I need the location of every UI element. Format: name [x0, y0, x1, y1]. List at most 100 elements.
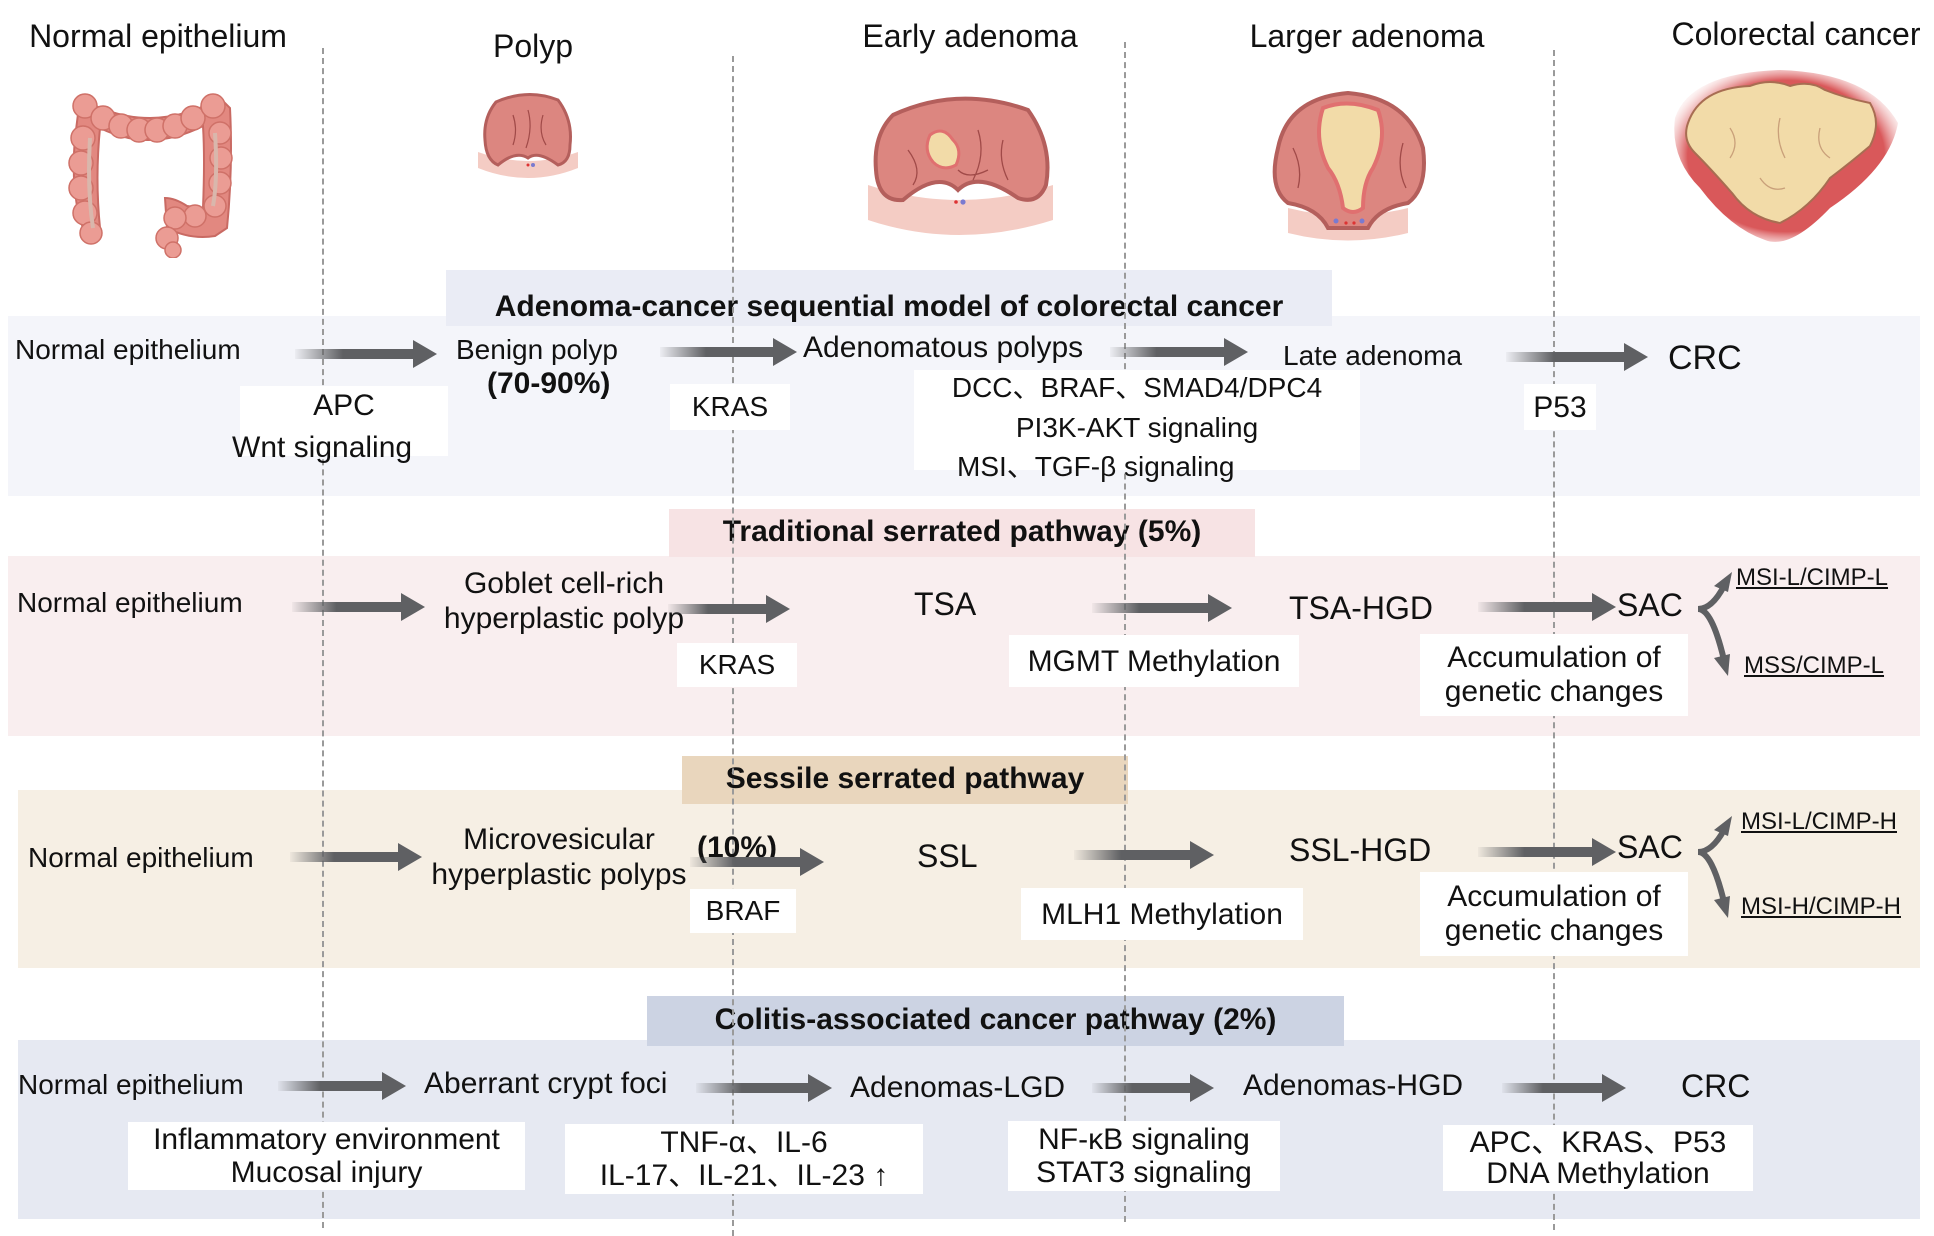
- early-adenoma-illustration: [868, 96, 1053, 235]
- adenoma-node-crc: CRC: [1668, 339, 1742, 377]
- mlh1-text: MLH1 Methylation: [1041, 897, 1283, 931]
- adenoma-pathway-title-text: Adenoma-cancer sequential model of color…: [494, 290, 1284, 323]
- cytokines-line-1: TNF-α、IL-6: [660, 1126, 828, 1159]
- colorectal-cancer-illustration: [1674, 70, 1898, 242]
- traditional-node-goblet-cell: Goblet cell-rich hyperplastic polyp: [434, 566, 694, 637]
- traditional-arrow-7: [1478, 593, 1616, 621]
- colitis-node-aberrant-crypt-foci: Aberrant crypt foci: [424, 1067, 668, 1100]
- accum-line-2: genetic changes: [1444, 914, 1664, 947]
- sessile-factor-accumulation: Accumulation of genetic changes: [1420, 872, 1688, 956]
- traditional-factor-kras: KRAS: [677, 643, 797, 687]
- adenoma-node-benign-polyp: Benign polyp: [456, 334, 618, 365]
- traditional-branch-down-arrow: [1697, 606, 1730, 676]
- sessile-factor-mlh1: MLH1 Methylation: [1021, 888, 1303, 940]
- larger-adenoma-illustration: [1272, 90, 1426, 241]
- sessile-branch-down-arrow: [1697, 849, 1730, 918]
- colitis-factor-genes: APC、KRAS、P53 DNA Methylation: [1443, 1125, 1753, 1191]
- colitis-factor-cytokines: TNF-α、IL-6 IL-17、IL-21、IL-23 ↑: [565, 1124, 923, 1194]
- traditional-arrow-5: [668, 595, 790, 623]
- mgmt-text: MGMT Methylation: [1027, 644, 1281, 678]
- colitis-arrow-14: [1092, 1074, 1214, 1102]
- traditional-arrow-6: [1092, 594, 1232, 622]
- traditional-node-normal-epithelium: Normal epithelium: [17, 587, 243, 618]
- sessile-arrow-11: [1478, 838, 1616, 866]
- colon-illustration: [68, 93, 233, 258]
- colitis-arrow-13: [696, 1074, 832, 1102]
- traditional-node-tsa: TSA: [914, 586, 977, 622]
- sessile-node-sac: SAC: [1617, 829, 1683, 865]
- sessile-node-microvesicular: Microvesicular hyperplastic polyps: [418, 822, 700, 893]
- stage-label-colorectal-cancer: Colorectal cancer: [1671, 16, 1921, 52]
- goblet-line-1: Goblet cell-rich: [463, 567, 665, 600]
- adenoma-factor-p53: P53: [1524, 384, 1596, 430]
- stage-label-larger-adenoma: Larger adenoma: [1249, 18, 1485, 54]
- sessile-pathway-title: Sessile serrated pathway: [682, 756, 1128, 804]
- colitis-node-crc: CRC: [1681, 1068, 1751, 1104]
- colitis-pathway-title-text: Colitis-associated cancer pathway (2%): [714, 1003, 1277, 1036]
- factor-wnt-text: Wnt signaling: [232, 431, 413, 464]
- colitis-arrow-15: [1502, 1074, 1626, 1102]
- accum-line-1: Accumulation of: [1447, 640, 1661, 674]
- colitis-factor-signaling: NF-κB signaling STAT3 signaling: [1008, 1121, 1280, 1191]
- traditional-branch-up-arrow: [1697, 572, 1732, 612]
- adenoma-arrow-2: [1110, 338, 1248, 366]
- adenoma-arrow-0: [295, 340, 437, 368]
- stage-label-early-adenoma: Early adenoma: [862, 18, 1078, 54]
- traditional-node-sac: SAC: [1617, 587, 1683, 623]
- dna-methylation: DNA Methylation: [1486, 1157, 1710, 1190]
- traditional-arrow-4: [292, 593, 425, 621]
- sessile-arrow-10: [1074, 841, 1214, 869]
- adenoma-node-normal-epithelium: Normal epithelium: [15, 334, 241, 365]
- mucosal-injury: Mucosal injury: [230, 1156, 423, 1189]
- microvesicular-line-1: Microvesicular: [463, 823, 655, 856]
- traditional-pathway-title-text: Traditional serrated pathway (5%): [722, 515, 1202, 548]
- adenoma-node-late-adenoma: Late adenoma: [1283, 340, 1463, 371]
- stat3-signaling: STAT3 signaling: [1036, 1156, 1252, 1189]
- factor-p53-text: P53: [1533, 390, 1587, 424]
- sessile-outcome-msi-h-cimp-h: MSI-H/CIMP-H: [1741, 893, 1901, 920]
- traditional-node-tsa-hgd: TSA-HGD: [1289, 590, 1433, 626]
- microvesicular-line-2: hyperplastic polyps: [431, 858, 687, 892]
- nfkb-signaling: NF-κB signaling: [1038, 1123, 1250, 1156]
- stage-divider-1: [322, 48, 324, 1228]
- adenoma-factor-kras: KRAS: [670, 384, 790, 430]
- sessile-pathway-title-text: Sessile serrated pathway: [725, 762, 1085, 795]
- colitis-factor-inflammation: Inflammatory environment Mucosal injury: [128, 1122, 525, 1190]
- sessile-arrow-9: [690, 848, 824, 876]
- accum-line-1: Accumulation of: [1447, 879, 1661, 913]
- adenoma-pathway-title: Adenoma-cancer sequential model of color…: [446, 270, 1332, 326]
- inflammatory-environment: Inflammatory environment: [153, 1123, 500, 1156]
- traditional-factor-mgmt: MGMT Methylation: [1009, 635, 1299, 687]
- cytokines-line-2: IL-17、IL-21、IL-23 ↑: [599, 1159, 889, 1192]
- colitis-node-adenomas-hgd: Adenomas-HGD: [1243, 1069, 1464, 1102]
- sessile-arrow-8: [290, 843, 422, 871]
- polyp-illustration: [478, 92, 578, 178]
- traditional-factor-accumulation: Accumulation of genetic changes: [1420, 634, 1688, 716]
- stage-label-normal: Normal epithelium: [29, 18, 287, 54]
- adenoma-arrow-1: [660, 338, 797, 366]
- colitis-pathway-title: Colitis-associated cancer pathway (2%): [647, 996, 1344, 1046]
- factor-kras-text: KRAS: [691, 390, 769, 422]
- sessile-node-ssl: SSL: [917, 838, 978, 874]
- factor-pi3k-akt: PI3K-AKT signaling: [1015, 412, 1259, 444]
- stage-divider-3: [1124, 42, 1126, 1222]
- sessile-branch-up-arrow: [1697, 816, 1732, 855]
- accum-line-2: genetic changes: [1444, 675, 1664, 708]
- colitis-arrow-12: [278, 1072, 406, 1100]
- goblet-line-2: hyperplastic polyp: [443, 602, 685, 636]
- traditional-outcome-msi-l-cimp-l: MSI-L/CIMP-L: [1736, 564, 1889, 591]
- traditional-pathway-title: Traditional serrated pathway (5%): [669, 509, 1255, 557]
- sessile-outcome-msi-l-cimp-h: MSI-L/CIMP-H: [1741, 808, 1897, 835]
- stage-label-polyp: Polyp: [492, 28, 574, 64]
- traditional-outcome-mss-cimp-l: MSS/CIMP-L: [1744, 652, 1885, 679]
- factor-dcc-braf-smad4: DCC、BRAF、SMAD4/DPC4: [951, 372, 1323, 403]
- adenoma-percent: (70-90%): [487, 367, 611, 400]
- adenoma-node-adenomatous-polyps: Adenomatous polyps: [803, 331, 1084, 364]
- sessile-node-normal-epithelium: Normal epithelium: [28, 842, 254, 873]
- sessile-node-ssl-hgd: SSL-HGD: [1289, 832, 1432, 868]
- factor-apc-text: APC: [313, 389, 375, 422]
- colitis-node-adenomas-lgd: Adenomas-LGD: [850, 1071, 1066, 1104]
- apc-kras-p53: APC、KRAS、P53: [1469, 1125, 1727, 1159]
- adenoma-arrow-3: [1506, 343, 1648, 371]
